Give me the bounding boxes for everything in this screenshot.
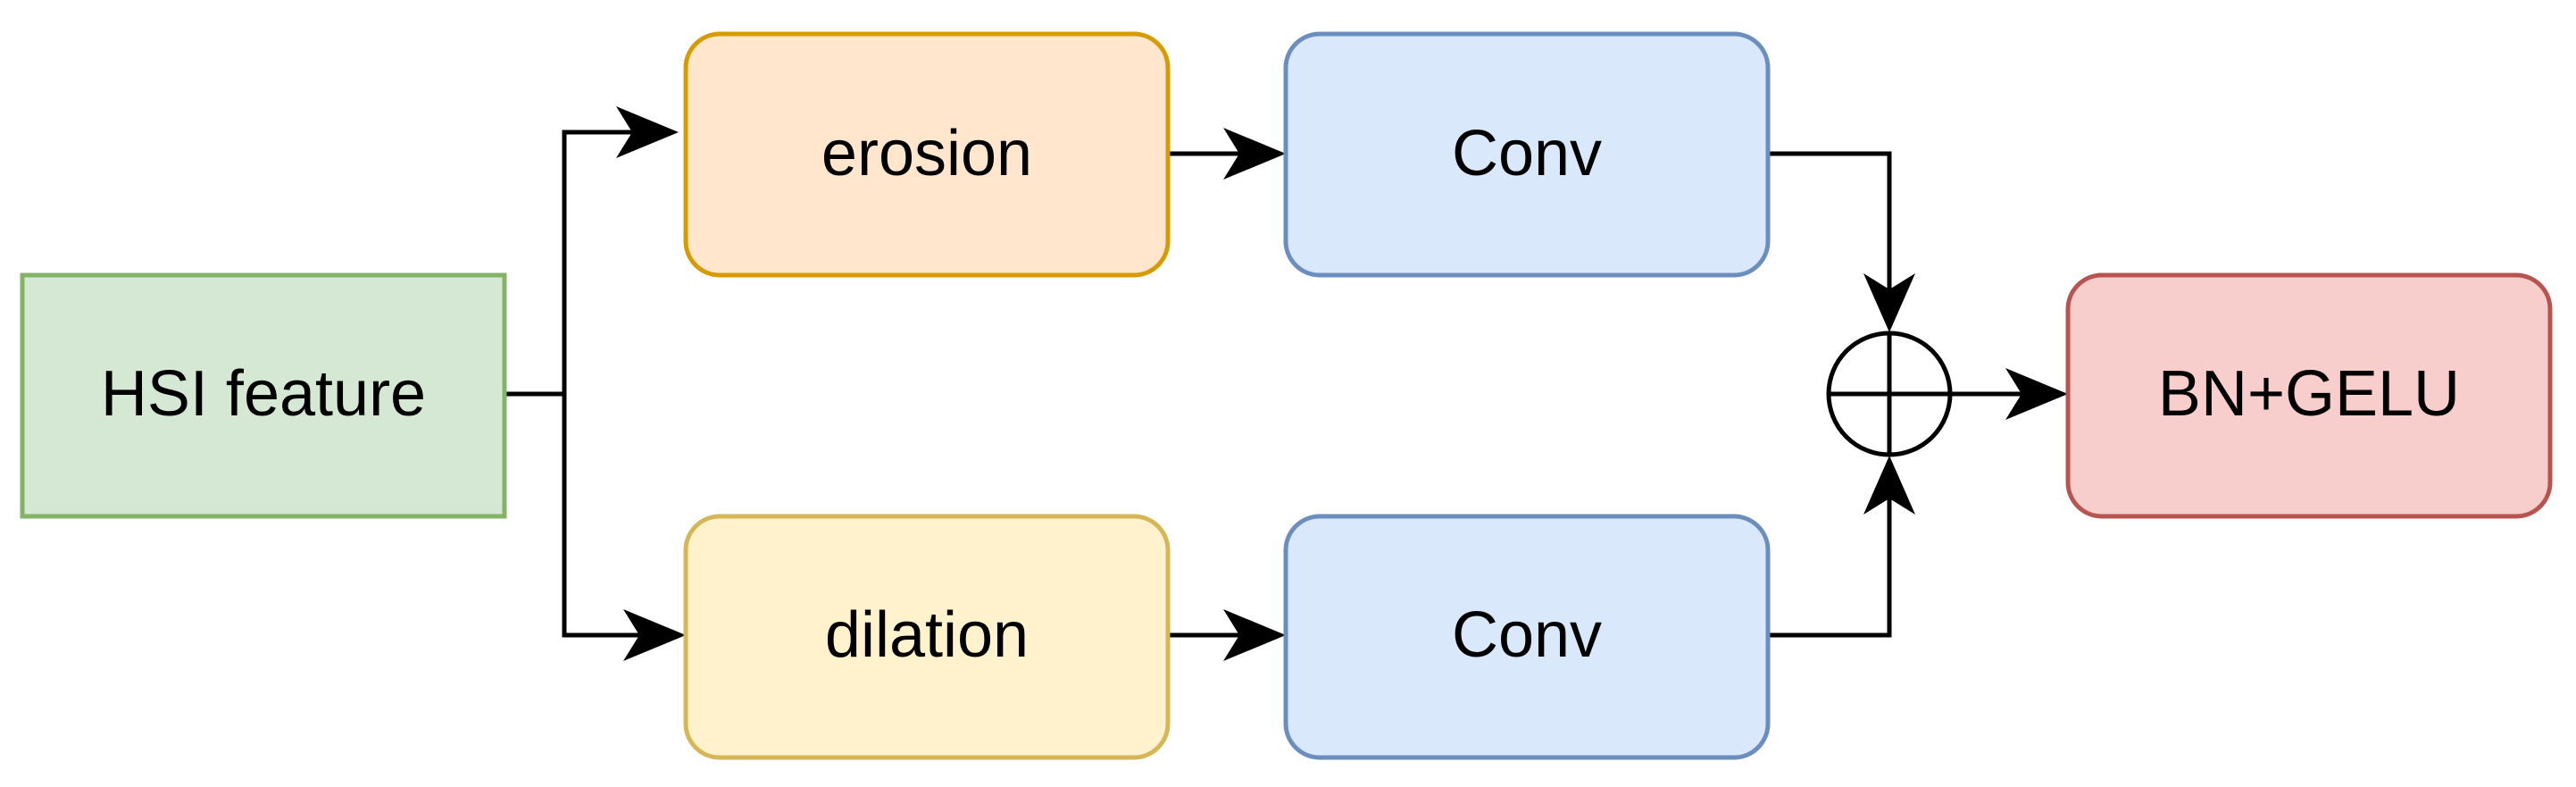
node-conv-top-box <box>1283 31 1771 278</box>
node-bn-gelu: BN+GELU <box>2065 272 2553 519</box>
node-bn-gelu-box <box>2065 272 2553 519</box>
edge-hsi-to-erosion <box>506 130 661 397</box>
node-conv-bottom-box <box>1283 514 1771 760</box>
node-conv-bottom-label: Conv <box>1452 599 1602 671</box>
sum-node <box>1826 331 1953 457</box>
edge-conv-top-to-sum <box>1768 151 1892 314</box>
node-erosion-box <box>683 31 1171 278</box>
arrowhead-erosion <box>616 106 679 158</box>
node-erosion-label: erosion <box>821 118 1032 189</box>
edge-conv-bottom-to-sum <box>1768 473 1892 638</box>
arrowhead-dilation <box>623 609 686 661</box>
edge-hsi-to-dilation <box>562 394 668 638</box>
edges <box>506 106 2068 661</box>
node-conv-top-label: Conv <box>1452 118 1602 189</box>
node-dilation: dilation <box>683 514 1171 760</box>
node-dilation-label: dilation <box>825 599 1029 671</box>
node-hsi-feature-label: HSI feature <box>101 358 426 430</box>
arrowhead-conv-top <box>1223 128 1286 180</box>
arrowhead-sum-top <box>1863 273 1915 332</box>
arrowhead-sum-bottom <box>1863 456 1915 515</box>
node-hsi-feature-box <box>20 272 507 519</box>
node-erosion: erosion <box>683 31 1171 278</box>
node-bn-gelu-label: BN+GELU <box>2158 358 2460 430</box>
node-dilation-box <box>683 514 1171 760</box>
node-conv-top: Conv <box>1283 31 1771 278</box>
node-hsi-feature: HSI feature <box>20 272 507 519</box>
arrowhead-conv-bottom <box>1223 609 1286 661</box>
arrowhead-bn-gelu <box>2005 368 2068 420</box>
node-conv-bottom: Conv <box>1283 514 1771 760</box>
